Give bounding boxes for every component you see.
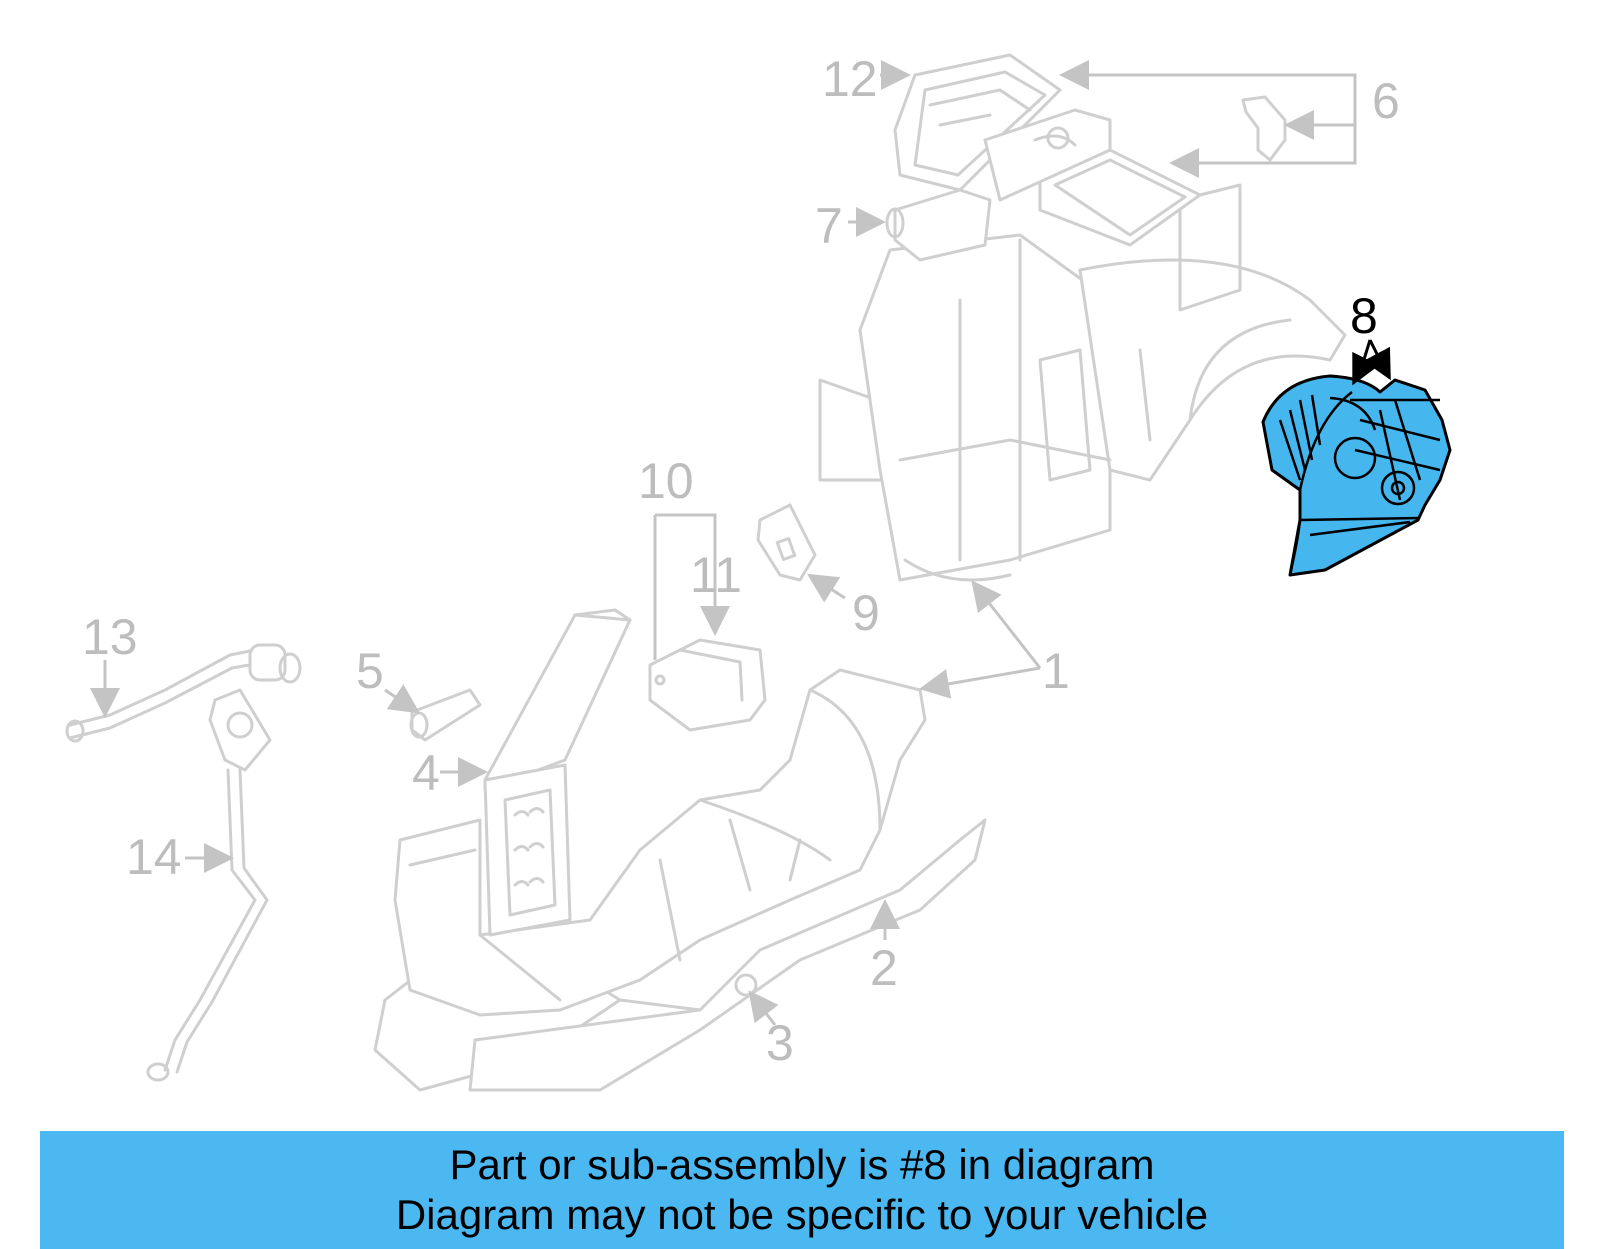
- callout-5: 5: [356, 643, 384, 699]
- banner-disclaimer: Diagram may not be specific to your vehi…: [395, 1191, 1209, 1238]
- callout-11: 11: [690, 547, 742, 603]
- callout-10: 10: [638, 453, 694, 509]
- blower-motor-part-8: [1261, 374, 1452, 577]
- callout-2: 2: [870, 940, 898, 996]
- banner-part-note: Part or sub-assembly is #8 in diagram: [449, 1141, 1155, 1188]
- callout-13: 13: [82, 609, 138, 665]
- callout-9: 9: [852, 585, 880, 641]
- callout-8: 8: [1350, 288, 1378, 344]
- lower-hvac-case: [373, 608, 987, 1092]
- callout-4: 4: [412, 745, 440, 801]
- upper-hvac-housing: [818, 53, 1347, 582]
- small-components: [65, 503, 817, 1082]
- callout-3: 3: [766, 1015, 794, 1071]
- leader-lines: [90, 60, 1357, 1026]
- callout-14: 14: [126, 829, 182, 885]
- callout-7: 7: [815, 198, 843, 254]
- callout-labels: 12 6 7 8 10 11 9 13 5 1 4 14 2 3: [82, 51, 1400, 1071]
- callout-6: 6: [1372, 73, 1400, 129]
- part-8-leaders: [1352, 339, 1391, 386]
- info-banner: Part or sub-assembly is #8 in diagram Di…: [40, 1131, 1564, 1249]
- callout-1: 1: [1042, 643, 1070, 699]
- callout-12: 12: [822, 51, 878, 107]
